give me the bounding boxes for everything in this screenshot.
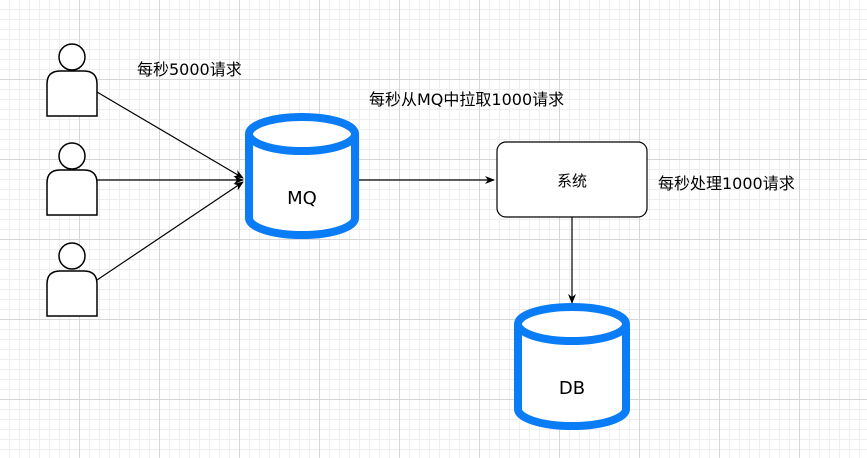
system-label: 系统 — [557, 172, 587, 190]
db-cylinder[interactable] — [514, 303, 630, 430]
arrow-user1-to-mq[interactable] — [96, 91, 244, 179]
db-label: DB — [559, 378, 585, 399]
mq-cylinder[interactable] — [245, 113, 359, 239]
user-icon-2[interactable] — [46, 142, 98, 216]
arrow-user3-to-mq[interactable] — [96, 181, 244, 281]
user-icon-3[interactable] — [46, 242, 98, 317]
users-rate-label: 每秒5000请求 — [137, 60, 242, 79]
mq-label: MQ — [287, 188, 317, 209]
user-icon-1[interactable] — [46, 43, 98, 117]
pull-rate-label: 每秒从MQ中拉取1000请求 — [369, 90, 564, 109]
process-rate-label: 每秒处理1000请求 — [658, 174, 795, 193]
